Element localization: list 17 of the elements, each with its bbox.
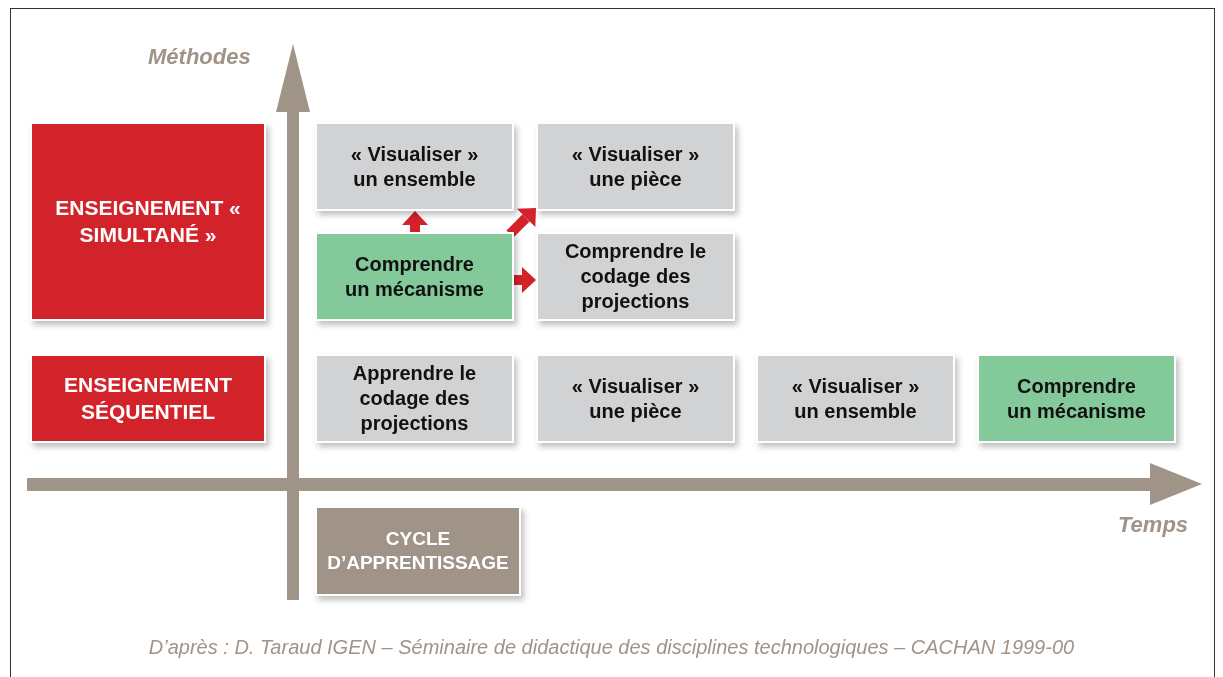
step-box: « Visualiser » un ensemble — [756, 354, 955, 443]
axis-label: Méthodes — [148, 44, 251, 70]
arrow — [402, 211, 428, 232]
method-box: ENSEIGNEMENT « SIMULTANÉ » — [30, 122, 266, 321]
goal-box: Comprendre un mécanisme — [315, 232, 514, 321]
arrow — [506, 208, 536, 238]
step-box: Comprendre le codage des projections — [536, 232, 735, 321]
step-box: « Visualiser » une pièce — [536, 354, 735, 443]
arrow — [514, 267, 536, 293]
step-box: Apprendre le codage des projections — [315, 354, 514, 443]
axis-label: Temps — [1118, 512, 1189, 538]
source-caption: D’après : D. Taraud IGEN – Séminaire de didactique des disciplines technologiques – CACHAN 1999-00 — [147, 636, 1076, 659]
step-box: « Visualiser » un ensemble — [315, 122, 514, 211]
goal-box: Comprendre un mécanisme — [977, 354, 1176, 443]
method-box: ENSEIGNEMENT SÉQUENTIEL — [30, 354, 266, 443]
step-box: « Visualiser » une pièce — [536, 122, 735, 211]
cycle-box: CYCLE D’APPRENTISSAGE — [315, 506, 521, 596]
